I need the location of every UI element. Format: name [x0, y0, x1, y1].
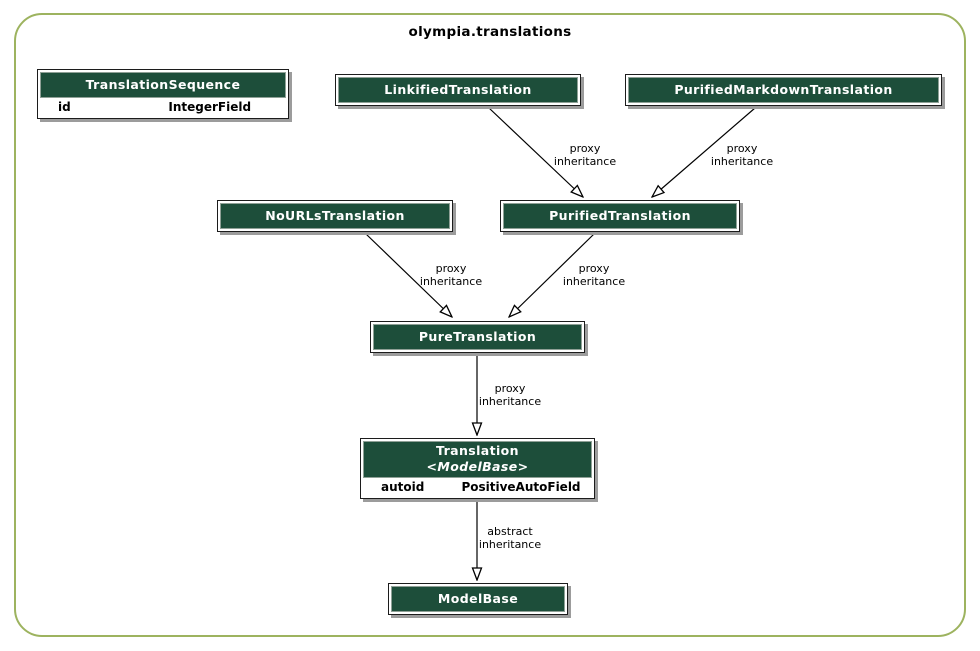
model-node-purifiedtranslation: PurifiedTranslation [500, 200, 740, 232]
edge-label-line2: inheritance [553, 154, 617, 168]
model-node-modelbase: ModelBase [388, 583, 568, 615]
model-node-purifiedmarkdowntranslation: PurifiedMarkdownTranslation [625, 74, 942, 106]
edge-label-line1: proxy [726, 142, 758, 155]
model-node-title: PurifiedTranslation [503, 203, 737, 229]
edge-label-proxy-inheritance: proxy inheritance [692, 142, 792, 168]
diagram-title: olympia.translations [408, 24, 572, 40]
model-node-title: NoURLsTranslation [220, 203, 450, 229]
model-node-subtitle: <ModelBase> [426, 459, 529, 474]
model-node-nourlstranslation: NoURLsTranslation [217, 200, 453, 232]
model-node-translationsequence: TranslationSequence id IntegerField [37, 69, 289, 119]
model-node-title: LinkifiedTranslation [338, 77, 578, 103]
model-node-linkifiedtranslation: LinkifiedTranslation [335, 74, 581, 106]
edge-label-proxy-inheritance: proxy inheritance [544, 262, 644, 288]
field-name: autoid [381, 480, 425, 494]
edge-label-line2: inheritance [419, 274, 483, 288]
edge-label-line1: abstract [487, 525, 533, 538]
edge-label-line1: proxy [578, 262, 610, 275]
model-node-translation: Translation <ModelBase> autoid PositiveA… [360, 438, 595, 499]
model-field-row: id IntegerField [40, 98, 286, 116]
model-node-title: PurifiedMarkdownTranslation [628, 77, 939, 103]
model-node-header: Translation <ModelBase> [363, 441, 592, 478]
edge-label-line1: proxy [435, 262, 467, 275]
edge-label-proxy-inheritance: proxy inheritance [535, 142, 635, 168]
model-node-puretranslation: PureTranslation [370, 321, 585, 353]
model-node-title: PureTranslation [373, 324, 582, 350]
edge-label-abstract-inheritance: abstract inheritance [460, 525, 560, 551]
edge-label-line2: inheritance [562, 274, 626, 288]
field-type: PositiveAutoField [461, 480, 581, 494]
edge-label-line2: inheritance [478, 537, 542, 551]
field-type: IntegerField [168, 100, 252, 114]
model-field-row: autoid PositiveAutoField [363, 478, 592, 496]
edge-label-proxy-inheritance: proxy inheritance [460, 382, 560, 408]
edge-label-proxy-inheritance: proxy inheritance [401, 262, 501, 288]
edge-label-line1: proxy [494, 382, 526, 395]
model-node-title: ModelBase [391, 586, 565, 612]
model-node-title: Translation [436, 443, 519, 458]
edge-label-line1: proxy [569, 142, 601, 155]
edge-label-line2: inheritance [478, 394, 542, 408]
field-name: id [58, 100, 71, 114]
edge-label-line2: inheritance [710, 154, 774, 168]
model-node-title: TranslationSequence [40, 72, 286, 98]
